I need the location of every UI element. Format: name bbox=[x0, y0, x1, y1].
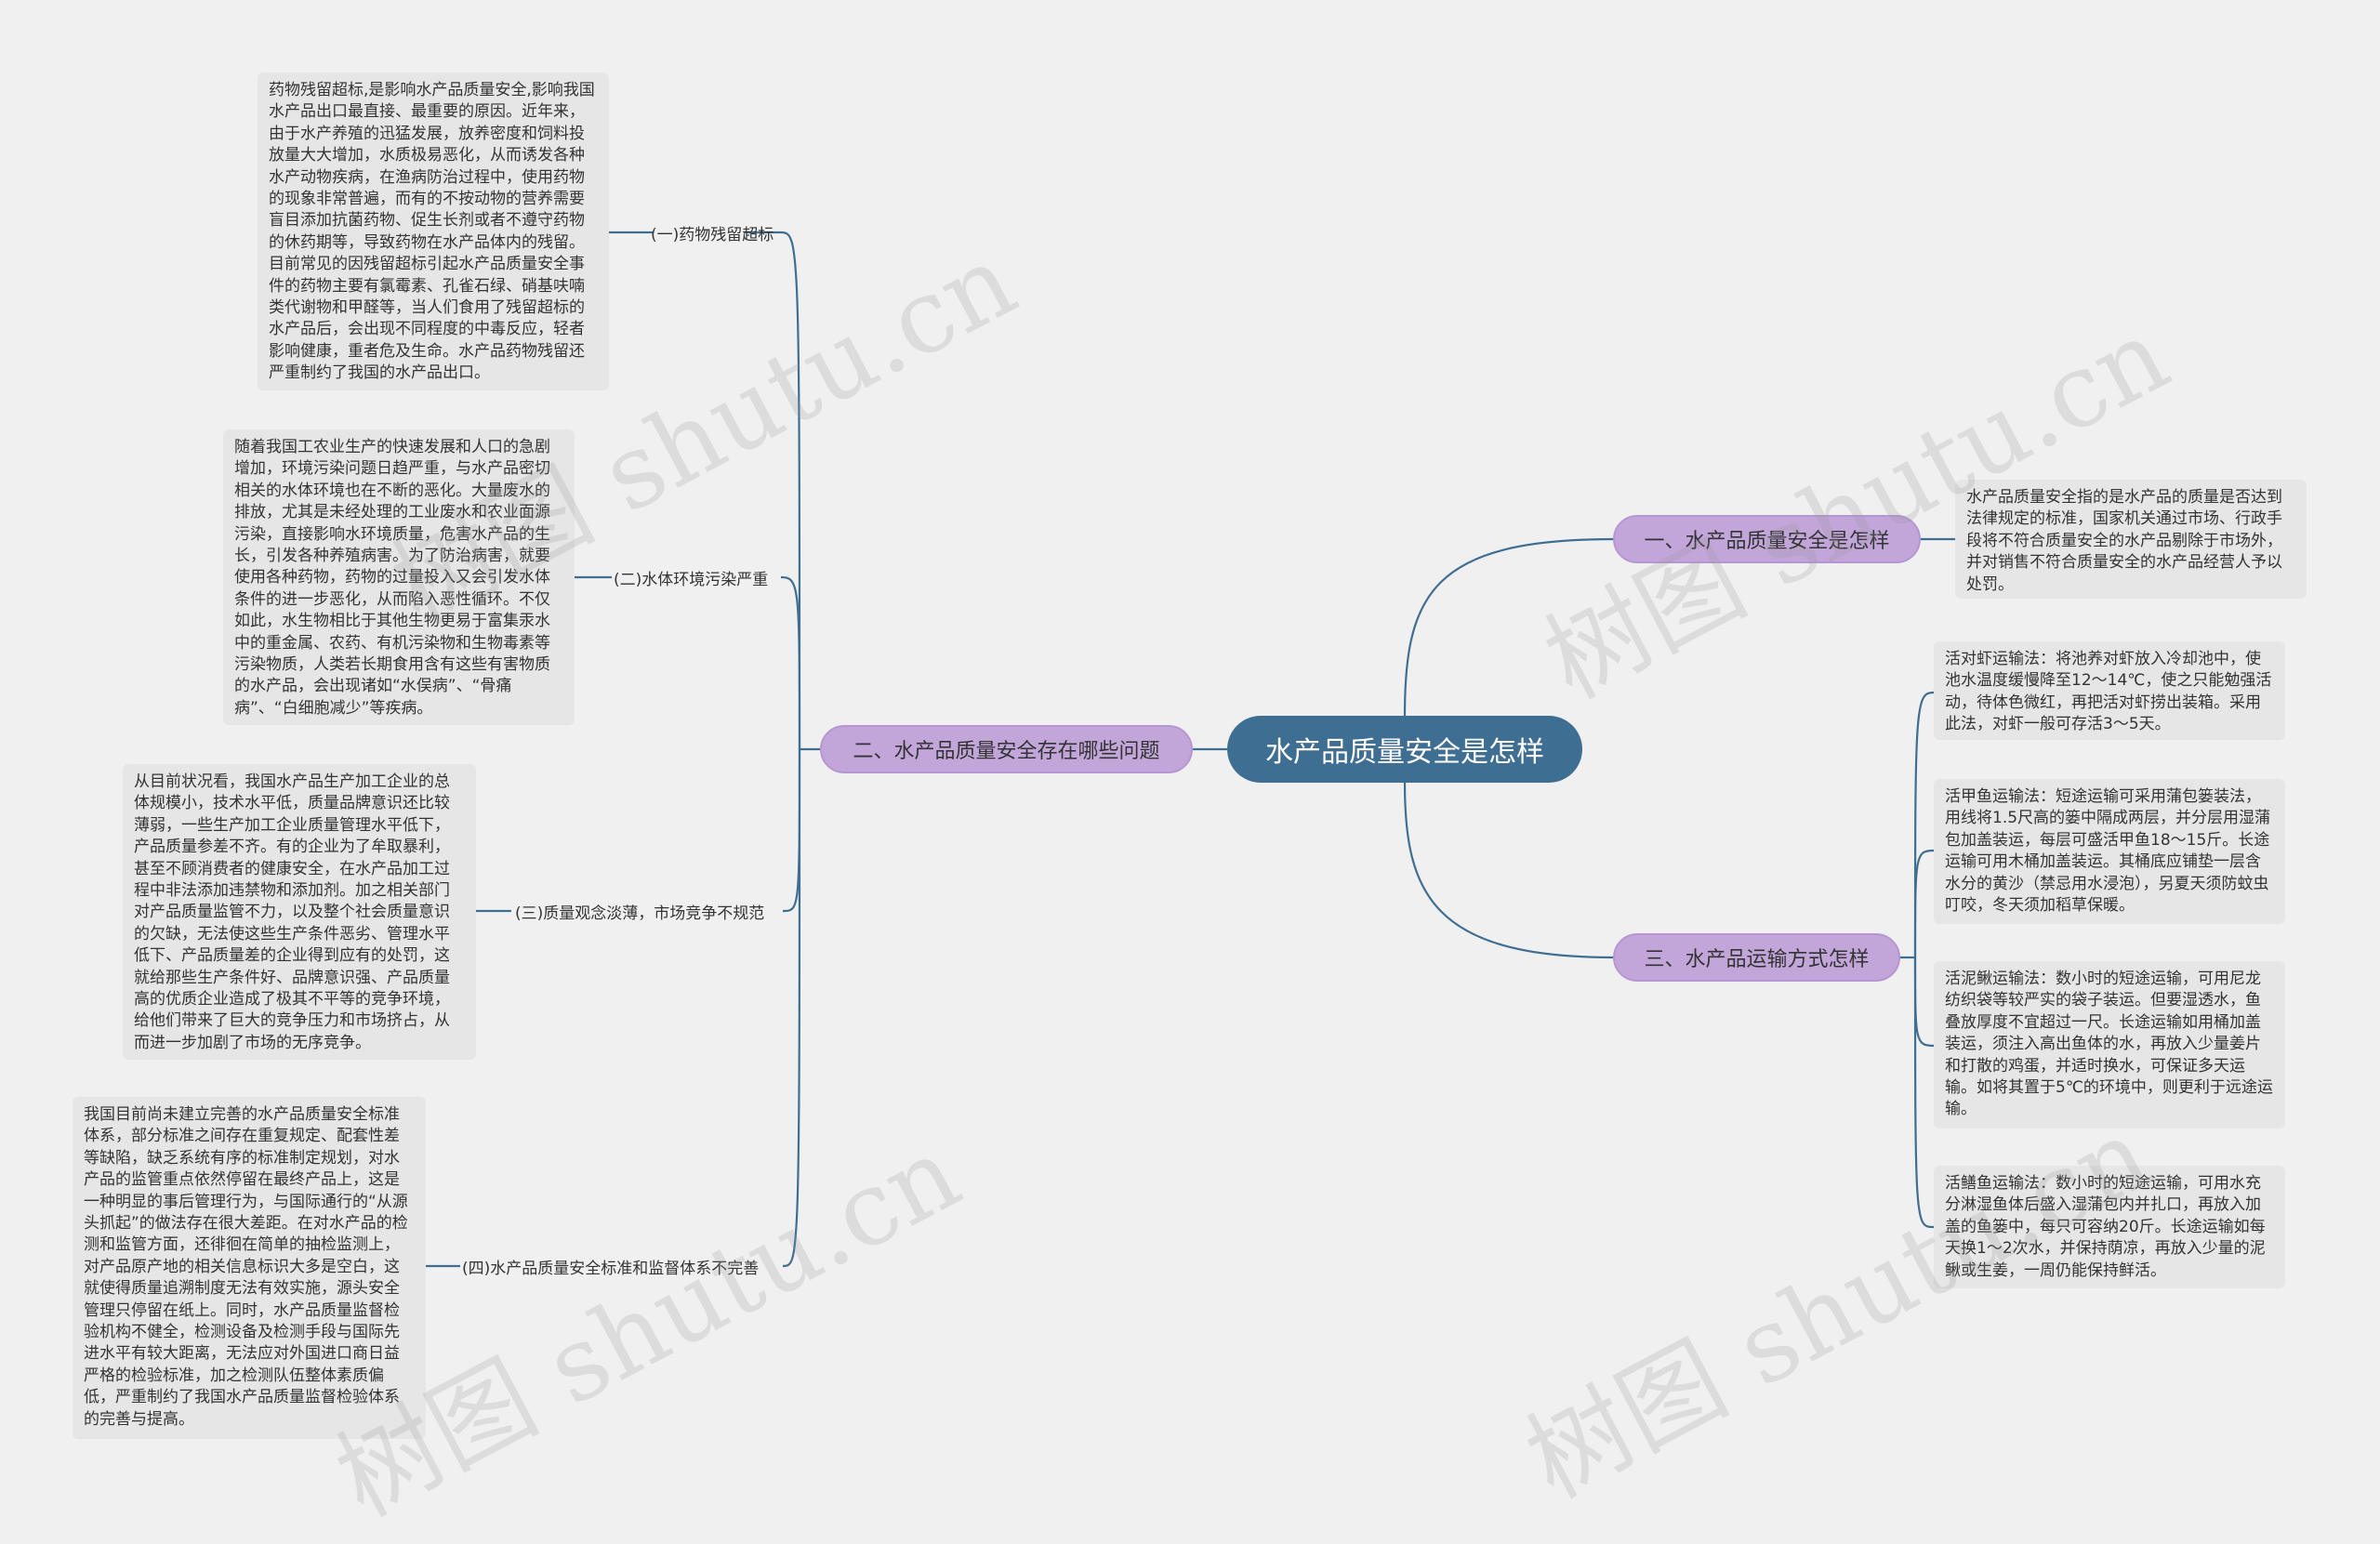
leaf-standards-text: 我国目前尚未建立完善的水产品质量安全标准体系，部分标准之间存在重复规定、配套性差… bbox=[73, 1097, 426, 1439]
connector-branch3-leaf2 bbox=[1913, 849, 1935, 958]
leaf-water-pollution-text: 随着我国工农业生产的快速发展和人口的急剧增加，环境污染问题日趋严重，与水产品密切… bbox=[223, 429, 575, 725]
connector-root-branch1 bbox=[1403, 537, 1614, 717]
root-topic[interactable]: 水产品质量安全是怎样 bbox=[1227, 716, 1582, 783]
leaf-quality-awareness-text: 从目前状况看，我国水产品生产加工企业的总体规模小，技术水平低，质量品牌意识还比较… bbox=[123, 764, 476, 1060]
connector-branch3-leaf1 bbox=[1900, 691, 1935, 959]
sub-topic-drug-residue[interactable]: (一)药物残留超标 bbox=[651, 225, 774, 244]
sub-topic-quality-awareness[interactable]: (三)质量观念淡薄，市场竞争不规范 bbox=[515, 904, 765, 923]
leaf-loach-transport-text: 活泥鳅运输法：数小时的短途运输，可用尼龙纺织袋等较严实的袋子装运。但要湿透水，鱼… bbox=[1934, 961, 2285, 1128]
leaf-quality-definition-text: 水产品质量安全指的是水产品的质量是否达到法律规定的标准，国家机关通过市场、行政手… bbox=[1955, 480, 2307, 599]
branch-problems[interactable]: 二、水产品质量安全存在哪些问题 bbox=[820, 725, 1193, 773]
leaf-drug-residue-text: 药物残留超标,是影响水产品质量安全,影响我国水产品出口最直接、最重要的原因。近年… bbox=[258, 73, 609, 390]
sub-topic-water-pollution[interactable]: (二)水体环境污染严重 bbox=[614, 570, 769, 589]
connector-left-sub1 bbox=[744, 231, 820, 751]
connector-left-sub4 bbox=[782, 748, 801, 1268]
connector-branch3-leaf4 bbox=[1913, 957, 1935, 1229]
sub-topic-standards[interactable]: (四)水产品质量安全标准和监督体系不完善 bbox=[462, 1259, 760, 1278]
connector-root-branch3 bbox=[1403, 782, 1614, 959]
connector-left-sub2 bbox=[780, 575, 801, 750]
leaf-shrimp-transport-text: 活对虾运输法：将池养对虾放入冷却池中，使池水温度缓慢降至12～14℃，使之只能勉… bbox=[1934, 641, 2285, 740]
connector-branch3-leaf3 bbox=[1913, 957, 1935, 1048]
branch-transport-methods[interactable]: 三、水产品运输方式怎样 bbox=[1613, 933, 1900, 982]
branch-what-is-quality[interactable]: 一、水产品质量安全是怎样 bbox=[1613, 515, 1921, 563]
mind-map-canvas: 水产品质量安全是怎样 二、水产品质量安全存在哪些问题 (一)药物残留超标 (二)… bbox=[73, 73, 2307, 1539]
connector-lines bbox=[426, 231, 1955, 1268]
leaf-eel-transport-text: 活鳝鱼运输法：数小时的短途运输，可用水充分淋湿鱼体后盛入湿蒲包内并扎口，再放入加… bbox=[1934, 1166, 2285, 1288]
leaf-turtle-transport-text: 活甲鱼运输法：短途运输可采用蒲包篓装法，用线将1.5尺高的篓中隔成两层，并分层用… bbox=[1934, 779, 2285, 924]
connector-left-sub3 bbox=[782, 748, 801, 913]
